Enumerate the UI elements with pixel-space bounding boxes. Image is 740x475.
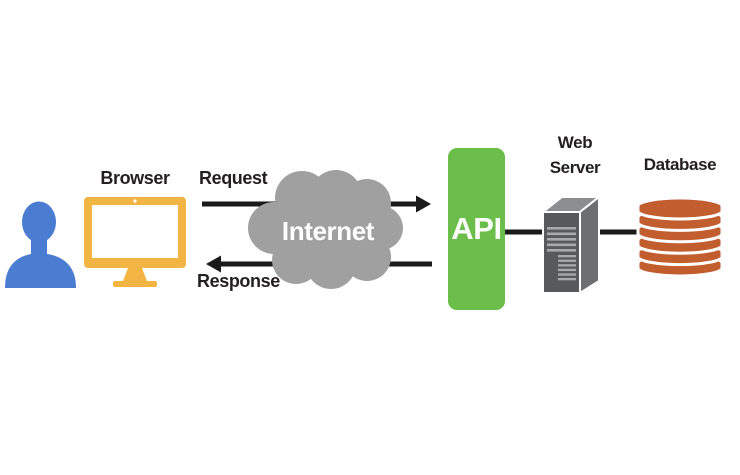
database-label: Database <box>643 155 717 174</box>
monitor-stand <box>123 268 147 281</box>
monitor-screen <box>92 205 178 258</box>
server-tower-icon <box>540 194 602 295</box>
api-box <box>448 148 505 310</box>
server-database-connector <box>597 229 642 235</box>
server-vents <box>547 227 576 281</box>
person-icon <box>5 201 76 288</box>
browser-label: Browser <box>100 168 170 188</box>
request-label: Request <box>199 168 268 188</box>
internet-label: Internet <box>281 216 375 246</box>
monitor-icon <box>84 197 186 287</box>
camera-dot-icon <box>133 199 137 203</box>
api-label: API <box>451 211 502 246</box>
web-server-label: Web Server <box>549 133 601 177</box>
api-server-connector <box>503 229 547 235</box>
response-label: Response <box>197 271 280 291</box>
database-stack-icon <box>636 196 724 278</box>
cloud-icon <box>248 170 403 289</box>
monitor-base <box>113 281 157 287</box>
